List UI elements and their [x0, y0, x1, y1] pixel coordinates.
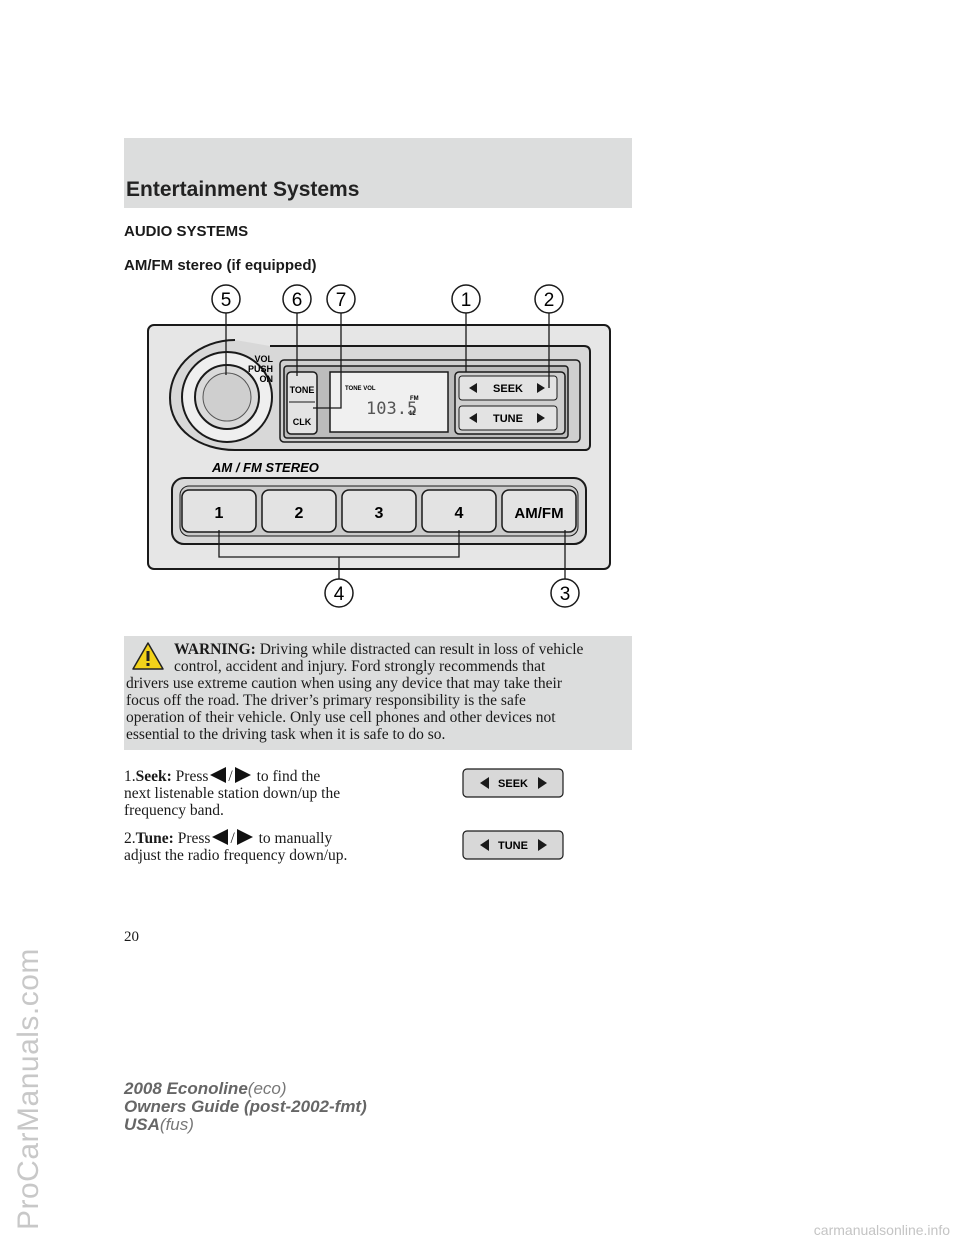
seek-tail: to find the — [256, 768, 321, 785]
tune-mini-label: TUNE — [498, 840, 528, 852]
tune-number: 2. — [124, 830, 136, 847]
warning-line-1: Driving while distracted can result in l… — [259, 641, 584, 658]
callout-2: 2 — [544, 290, 555, 311]
page-number: 20 — [124, 929, 139, 945]
side-watermark: ProCarManuals.com — [12, 948, 45, 1230]
vol-label-3: ON — [260, 374, 274, 384]
vol-label-2: PUSH — [248, 364, 273, 374]
tune-tail: to manually — [258, 830, 333, 847]
triangle-right-icon — [234, 767, 251, 783]
footer-guide: Owners Guide (post-2002-fmt) — [124, 1097, 367, 1116]
preset-3: 3 — [375, 505, 384, 522]
triangle-left-icon — [210, 767, 227, 783]
footer-region: USA — [124, 1115, 160, 1134]
tone-button: TONE — [290, 385, 315, 395]
warning-icon — [132, 642, 164, 670]
warning-text: WARNING: Driving while distracted can re… — [124, 641, 626, 743]
seek-line-3: frequency band. — [124, 802, 224, 819]
callout-7: 7 — [336, 290, 347, 311]
seek-button-illustration: SEEK — [462, 768, 564, 798]
bottom-watermark: carmanualsonline.info — [813, 1222, 950, 1238]
tune-button-illustration: TUNE — [462, 830, 564, 860]
display-frequency: 103.5 — [366, 399, 417, 419]
tune-label: TUNE — [493, 413, 523, 425]
preset-1: 1 — [215, 505, 224, 522]
footer: 2008 Econoline(eco) Owners Guide (post-2… — [124, 1080, 367, 1134]
footer-model-code: (eco) — [247, 1079, 287, 1098]
preset-2: 2 — [295, 505, 304, 522]
callout-5: 5 — [221, 290, 232, 311]
vol-label-1: VOL — [254, 354, 273, 364]
amfm-button: AM/FM — [514, 505, 563, 522]
seek-label: SEEK — [493, 383, 523, 395]
seek-line-2: next listenable station down/up the — [124, 785, 341, 802]
warning-line-6: essential to the driving task when it is… — [126, 726, 446, 743]
callout-1: 1 — [461, 290, 472, 311]
seek-description: 1.Seek: Press / to find the next listenab… — [124, 766, 424, 819]
warning-line-3: drivers use extreme caution when using a… — [126, 675, 562, 692]
triangle-right-icon — [236, 829, 253, 845]
clk-button: CLK — [293, 417, 312, 427]
warning-line-2: control, accident and injury. Ford stron… — [174, 658, 546, 675]
callout-6: 6 — [292, 290, 303, 311]
seek-mini-label: SEEK — [498, 778, 528, 790]
tune-term: Tune: — [135, 830, 174, 847]
section-header-band — [124, 138, 632, 208]
footer-region-code: (fus) — [159, 1115, 194, 1134]
tune-line-2: adjust the radio frequency down/up. — [124, 847, 348, 864]
seek-term: Seek: — [135, 768, 172, 785]
heading-amfm-stereo: AM/FM stereo (if equipped) — [124, 257, 317, 274]
triangle-left-icon — [212, 829, 229, 845]
preset-4: 4 — [455, 505, 464, 522]
radio-diagram: VOL PUSH ON TONE CLK TONE VOL FM 12 103.… — [147, 284, 611, 608]
heading-audio-systems: AUDIO SYSTEMS — [124, 223, 249, 240]
callout-3: 3 — [560, 584, 571, 605]
warning-line-4: focus off the road. The driver’s primary… — [126, 692, 526, 709]
seek-sep: / — [228, 768, 233, 785]
warning-box — [124, 636, 632, 750]
seek-press: Press — [175, 768, 209, 785]
section-title: Entertainment Systems — [126, 178, 360, 201]
tune-sep: / — [230, 830, 235, 847]
warning-label: WARNING: — [174, 641, 256, 658]
display-preset: 12 — [409, 411, 416, 417]
warning-line-5: operation of their vehicle. Only use cel… — [126, 709, 556, 726]
tune-press: Press — [177, 830, 211, 847]
footer-model: 2008 Econoline — [124, 1079, 248, 1098]
display-band: FM — [410, 396, 419, 402]
display-tone-vol: TONE VOL — [345, 386, 376, 392]
tune-description: 2.Tune: Press / to manually adjust the ra… — [124, 828, 424, 864]
callout-4: 4 — [334, 584, 345, 605]
stereo-label: AM / FM STEREO — [211, 460, 319, 475]
seek-number: 1. — [124, 768, 136, 785]
